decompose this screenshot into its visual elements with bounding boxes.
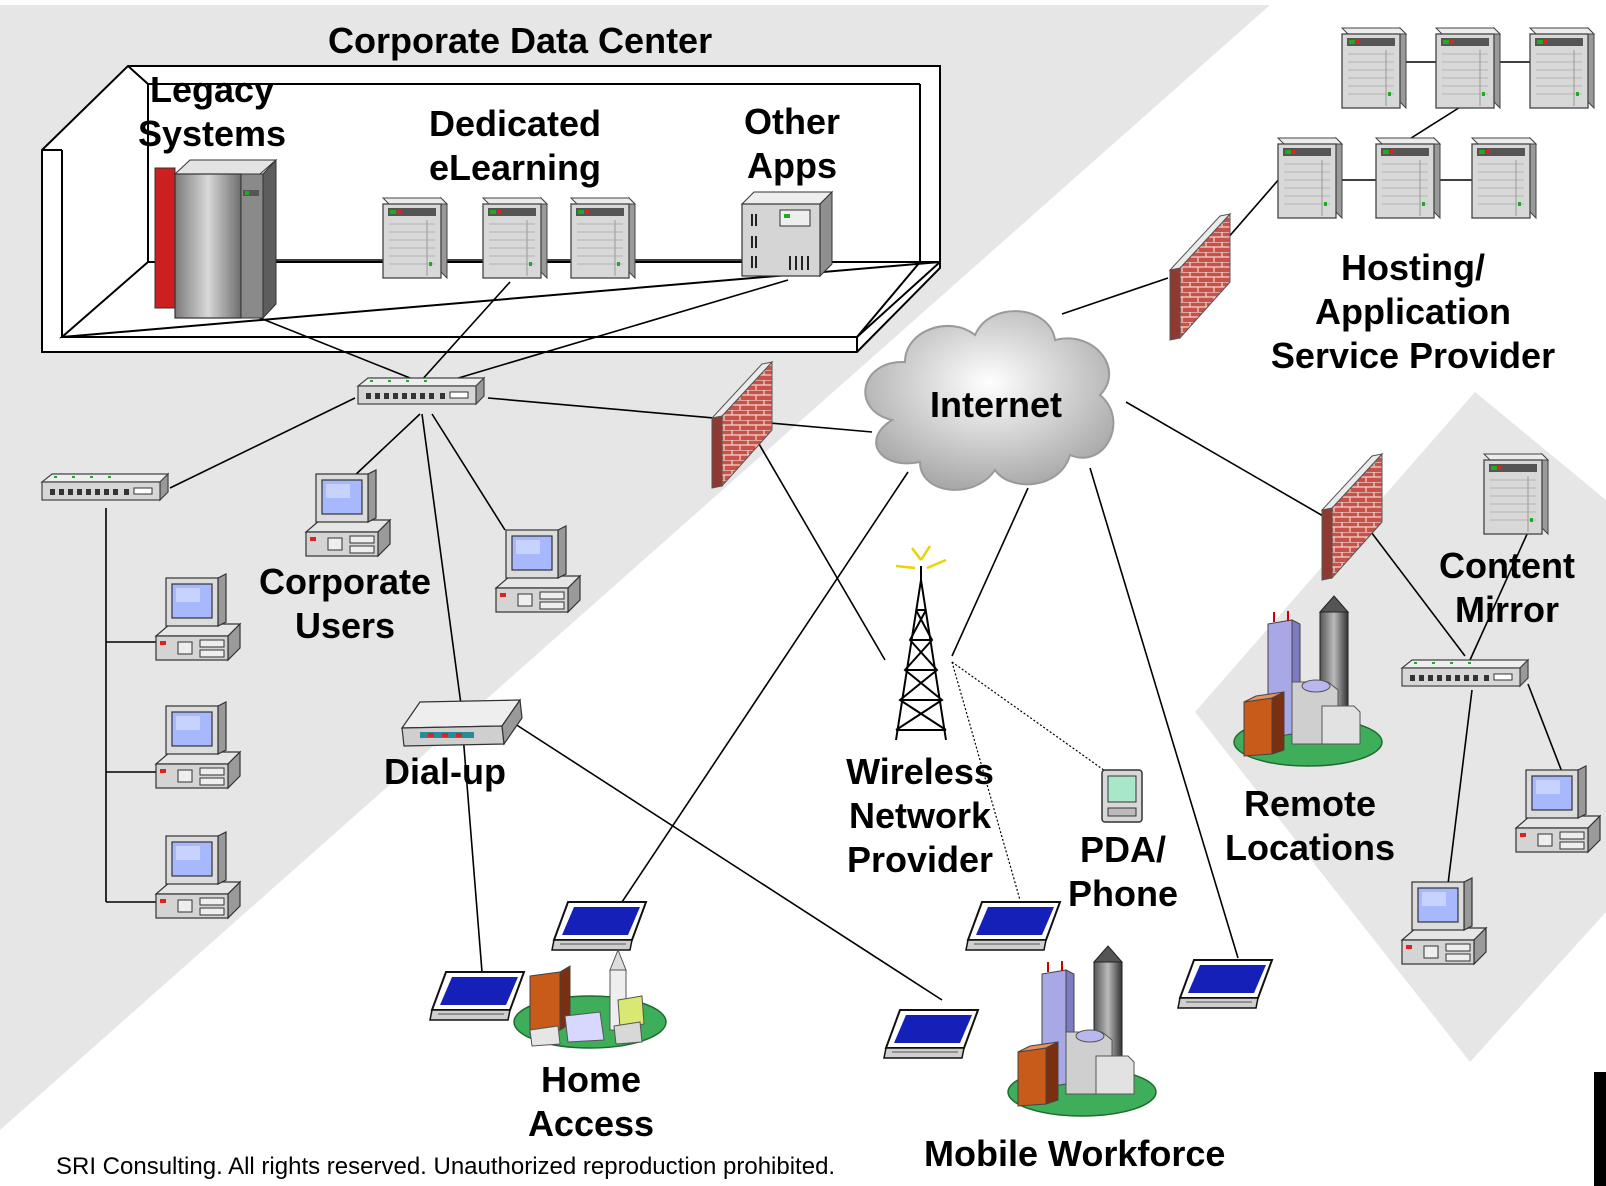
- antenna-tower-icon: [895, 545, 947, 741]
- copyright-notice: SRI Consulting. All rights reserved. Una…: [56, 1153, 836, 1180]
- modem-icon: [400, 698, 523, 747]
- server-cabinet-icon: [740, 190, 834, 278]
- hub-icon: [41, 473, 169, 501]
- server-icon: [1375, 137, 1441, 219]
- hub-icon: [357, 377, 485, 405]
- laptop-icon: [1177, 959, 1273, 1009]
- wireless-links: [951, 661, 1116, 901]
- internet-label: Internet: [930, 384, 1063, 425]
- laptop-icon: [883, 1009, 979, 1059]
- laptop-icon: [551, 901, 647, 951]
- hub-icon: [1401, 659, 1529, 687]
- laptop-icon: [429, 971, 525, 1021]
- mainframe-icon: [154, 158, 278, 320]
- dial-up-label: Dial-up: [384, 751, 506, 792]
- laptop-icon: [965, 901, 1061, 951]
- buildings-icon: [513, 948, 667, 1049]
- server-icon: [1529, 27, 1595, 109]
- data-center-title: Corporate Data Center: [328, 20, 713, 61]
- server-icon: [1341, 27, 1407, 109]
- server-icon: [570, 197, 636, 279]
- pda-icon: [1101, 769, 1143, 823]
- connection-lines: [105, 61, 1563, 1001]
- server-icon: [382, 197, 448, 279]
- remote-zone-background: [1195, 392, 1606, 1062]
- server-icon: [1483, 453, 1549, 535]
- firewall-icon: [1169, 213, 1231, 341]
- server-icon: [1471, 137, 1537, 219]
- server-icon: [482, 197, 548, 279]
- buildings-icon: [1007, 945, 1157, 1117]
- mobile-workforce-label: Mobile Workforce: [924, 1133, 1226, 1174]
- server-icon: [1277, 137, 1343, 219]
- pda-phone-label: PDA/Phone: [1067, 829, 1178, 914]
- server-icon: [1435, 27, 1501, 109]
- cloud-icon: [864, 310, 1115, 491]
- slide-edge-mark: [1594, 1072, 1606, 1186]
